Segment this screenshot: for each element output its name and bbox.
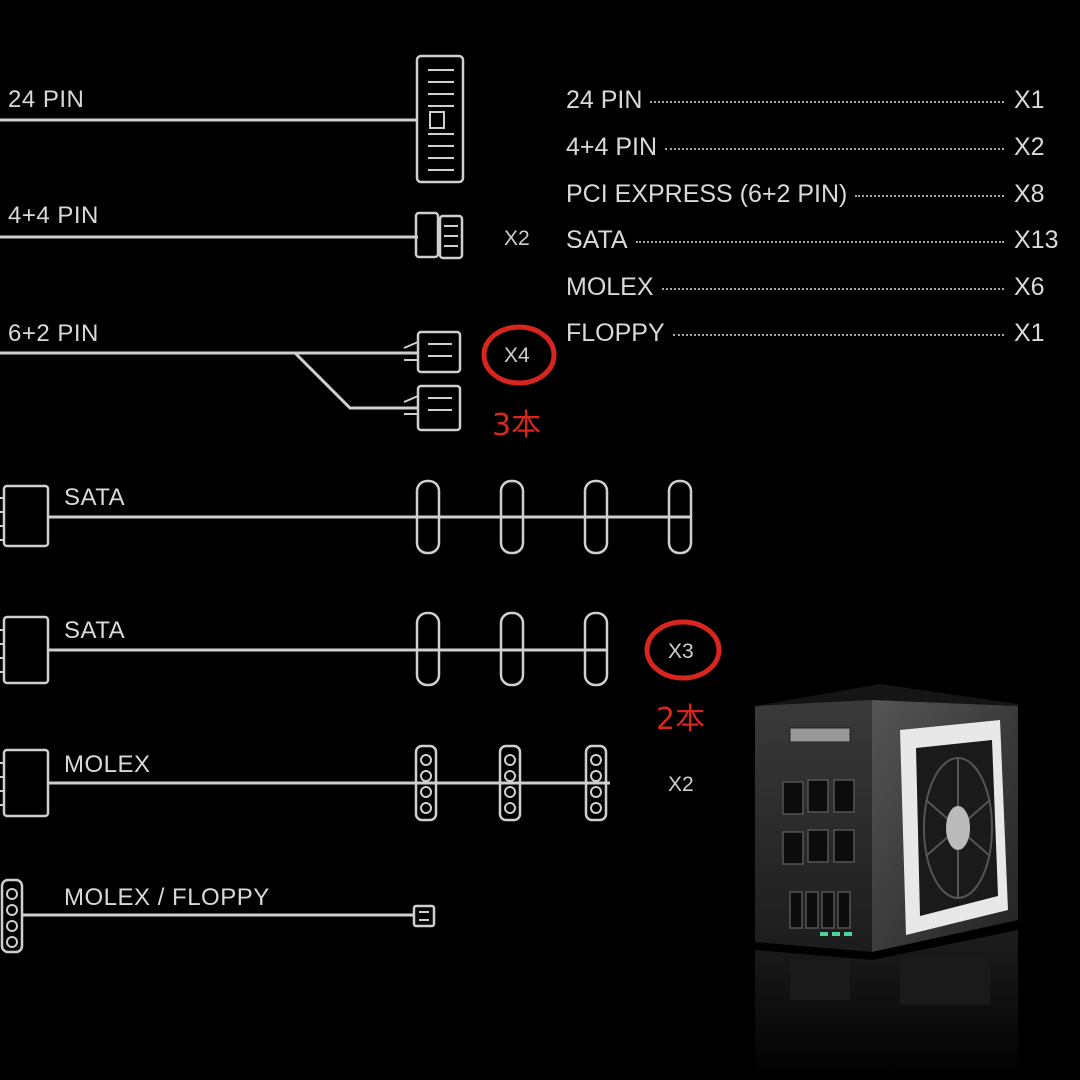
spec-count: X13 (1014, 225, 1059, 254)
cable-6plus2 (0, 330, 462, 432)
annotation-note-sata-2: 2本 (656, 702, 706, 737)
spec-row: 4+4 PIN X2 (566, 130, 1066, 164)
cable-label-molex-floppy: MOLEX / FLOPPY (64, 884, 270, 911)
annotation-circle-x4 (481, 324, 557, 386)
spec-leader (855, 195, 1004, 197)
cable-label-sata-1: SATA (64, 484, 126, 511)
spec-name: 4+4 PIN (566, 132, 658, 161)
cable-qty-sata-2: X3 (668, 640, 694, 663)
annotation-circle-x3 (644, 619, 722, 681)
spec-count: X1 (1014, 318, 1045, 347)
spec-row: SATA X13 (566, 223, 1066, 257)
cable-qty-4plus4: X2 (504, 227, 530, 250)
cable-sata-2 (0, 611, 609, 687)
spec-leader (661, 288, 1004, 290)
spec-name: SATA (566, 225, 628, 254)
spec-row: 24 PIN X1 (566, 83, 1066, 117)
spec-leader (665, 148, 1004, 150)
cable-qty-6plus2: X4 (504, 344, 530, 367)
spec-leader (635, 241, 1004, 243)
cable-label-6plus2: 6+2 PIN (8, 320, 99, 347)
cable-molex-floppy (0, 878, 436, 954)
cable-4plus4 (0, 211, 464, 260)
spec-count: X6 (1014, 272, 1045, 301)
cable-label-sata-2: SATA (64, 617, 126, 644)
cable-label-24pin: 24 PIN (8, 86, 85, 113)
spec-name: FLOPPY (566, 318, 665, 347)
spec-count: X2 (1014, 132, 1045, 161)
cable-sata-1 (0, 479, 693, 555)
spec-row: MOLEX X6 (566, 270, 1066, 304)
spec-leader (672, 334, 1004, 336)
cable-label-molex: MOLEX (64, 751, 151, 778)
spec-leader (650, 101, 1004, 103)
spec-name: PCI EXPRESS (6+2 PIN) (566, 179, 848, 208)
spec-row: PCI EXPRESS (6+2 PIN) X8 (566, 177, 1066, 211)
spec-name: 24 PIN (566, 85, 643, 114)
psu-illustration (755, 684, 1018, 1080)
cable-label-4plus4: 4+4 PIN (8, 202, 99, 229)
spec-count: X8 (1014, 179, 1045, 208)
cable-molex (0, 744, 610, 822)
spec-row: FLOPPY X1 (566, 316, 1066, 350)
cable-24pin (0, 54, 465, 184)
cable-qty-molex: X2 (668, 773, 694, 796)
annotation-note-6plus2: 3本 (492, 408, 542, 443)
spec-name: MOLEX (566, 272, 654, 301)
spec-count: X1 (1014, 85, 1045, 114)
